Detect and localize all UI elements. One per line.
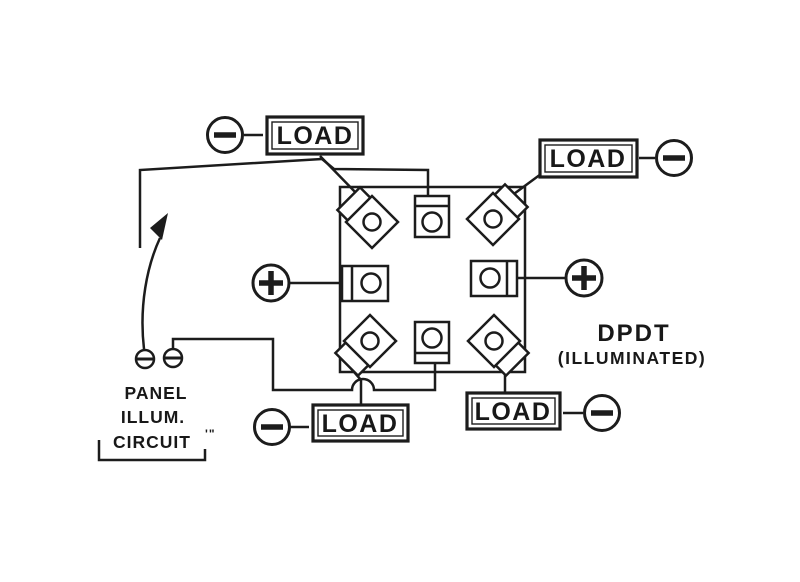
main-terminal-bottom-center-icon [413, 320, 451, 365]
wire-panel-illumination [171, 337, 437, 392]
main-terminal-middle-right-icon [469, 259, 519, 298]
minus-terminal-icon [563, 394, 621, 432]
lamp-terminal-top-right-icon [465, 191, 521, 247]
lamp-terminal-bottom-left-icon [342, 313, 398, 369]
load-boxes: LOAD LOAD LOAD LOAD [265, 115, 639, 443]
panel-illumination-terminals [134, 347, 184, 370]
switch-type-label: DPDT [597, 320, 670, 347]
plus-terminal-icon [564, 258, 604, 298]
main-terminals [340, 194, 519, 365]
load-label: LOAD [475, 398, 552, 426]
panel-circuit-line2: ILLUM. [121, 407, 185, 427]
screw-terminal-icon [134, 348, 156, 370]
load-label: LOAD [550, 145, 627, 173]
screw-terminal-icon [162, 347, 184, 369]
panel-circuit-label: PANEL ILLUM. CIRCUIT '" [97, 383, 216, 462]
lamp-terminal-bottom-right-icon [466, 313, 522, 369]
wire-top-load-to-lamp-terminal [319, 155, 361, 198]
wire-top-load-to-top-center-terminal [321, 158, 430, 196]
lamp-terminal-top-left-icon [344, 194, 400, 250]
switch-subtitle-label: (ILLUMINATED) [558, 348, 706, 368]
panel-circuit-underline-bracket [97, 440, 207, 462]
wire-top-left-run [138, 157, 323, 248]
load-label: LOAD [322, 410, 399, 438]
load-label: LOAD [277, 122, 354, 150]
plus-terminal-icon [251, 263, 291, 303]
load-box-top-right: LOAD [538, 138, 639, 179]
load-box-bottom-right: LOAD [465, 391, 562, 431]
panel-circuit-footnote-marks: '" [205, 427, 216, 441]
load-box-bottom-left: LOAD [311, 403, 410, 443]
connection-arrow-icon [141, 213, 168, 350]
lamp-terminals [342, 191, 522, 369]
panel-circuit-line3: CIRCUIT [113, 432, 191, 452]
switch-body [338, 185, 527, 374]
load-box-top-left: LOAD [265, 115, 365, 156]
panel-circuit-line1: PANEL [124, 383, 187, 403]
polarity-symbols [206, 116, 693, 446]
minus-terminal-icon [253, 408, 309, 446]
main-terminal-top-center-icon [413, 194, 451, 239]
minus-terminal-icon [206, 116, 263, 154]
minus-terminal-icon [639, 139, 693, 177]
main-terminal-middle-left-icon [340, 264, 390, 303]
labels: DPDT (ILLUMINATED) PANEL ILLUM. CIRCUIT … [97, 320, 706, 462]
